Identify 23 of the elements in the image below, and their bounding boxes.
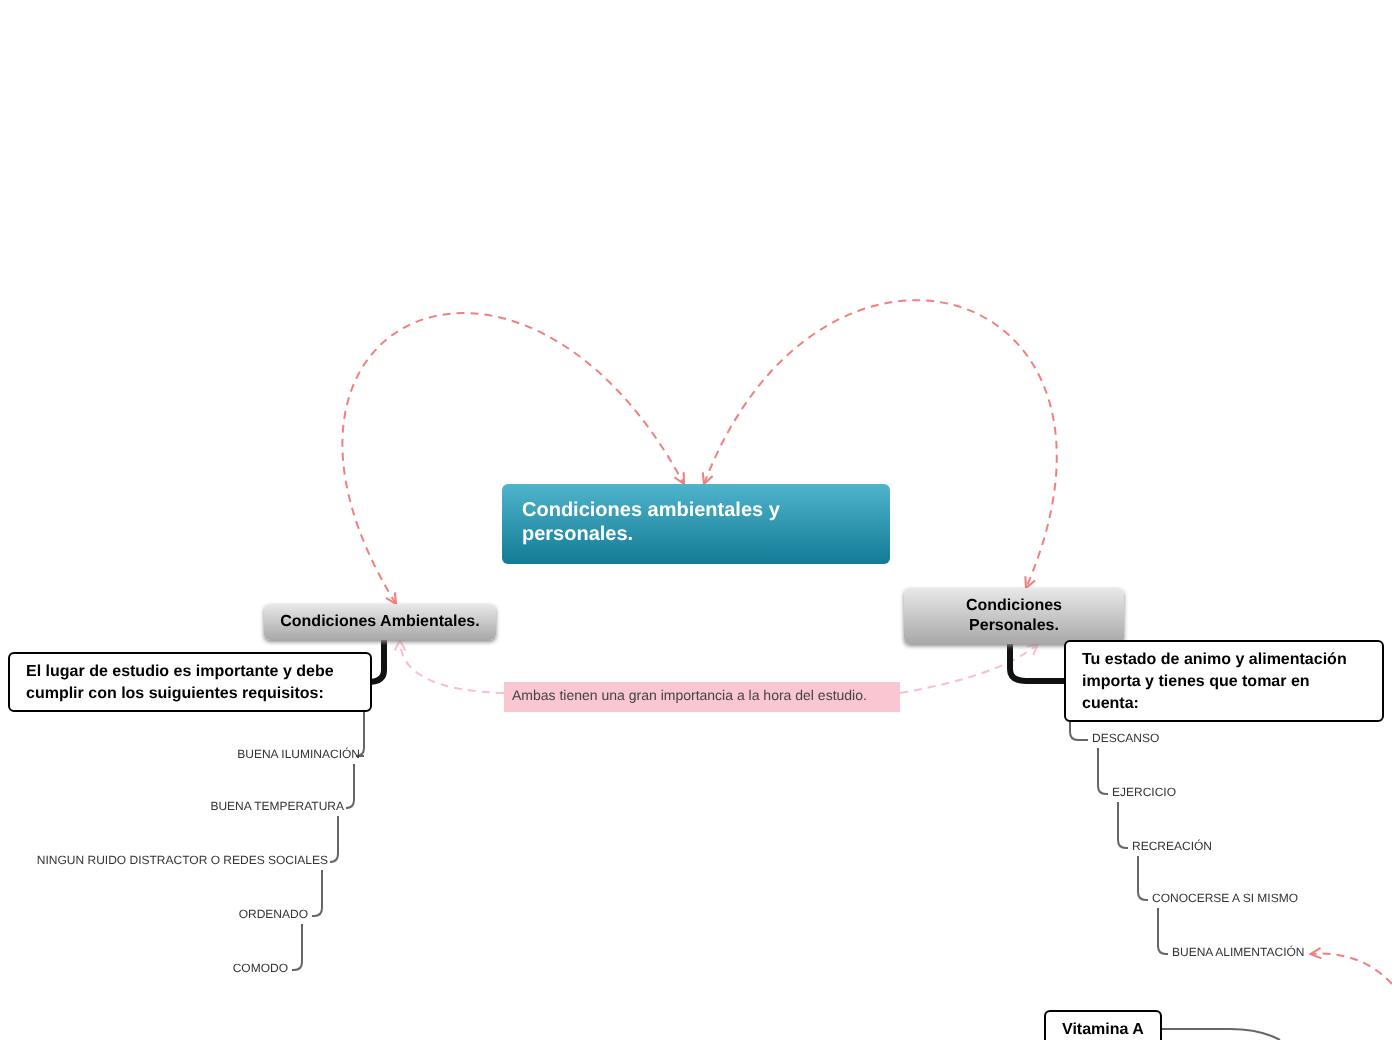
subtopic-box: El lugar de estudio es importante y debe cumplir con los suiguientes requisitos: bbox=[8, 652, 372, 712]
subtopic-box: Tu estado de animo y alimentación importa y tienes que tomar en cuenta: bbox=[1064, 640, 1384, 722]
connector-line bbox=[1160, 1028, 1281, 1040]
dashed-arrow bbox=[342, 312, 686, 606]
main-topic: Condiciones Personales. bbox=[904, 588, 1124, 644]
connector-line bbox=[1097, 747, 1109, 795]
connector-line bbox=[355, 711, 365, 757]
connector-line bbox=[1157, 907, 1169, 955]
central-topic: Condiciones ambientales y personales. bbox=[502, 484, 890, 564]
dashed-arrow bbox=[899, 642, 1040, 694]
subtopic-box: Vitamina A bbox=[1044, 1010, 1162, 1040]
dashed-arrow bbox=[394, 638, 505, 694]
main-topic: Condiciones Ambientales. bbox=[264, 604, 496, 640]
connector-line bbox=[311, 869, 323, 917]
connector-line bbox=[1069, 721, 1089, 741]
connector-line bbox=[345, 763, 355, 809]
connector-line bbox=[291, 923, 303, 971]
connector-line bbox=[1117, 801, 1129, 849]
dashed-arrow bbox=[1309, 947, 1392, 985]
dashed-arrow bbox=[702, 299, 1058, 590]
connector-line bbox=[329, 815, 339, 863]
connector-line bbox=[1007, 644, 1064, 684]
connector-line bbox=[1137, 855, 1149, 901]
